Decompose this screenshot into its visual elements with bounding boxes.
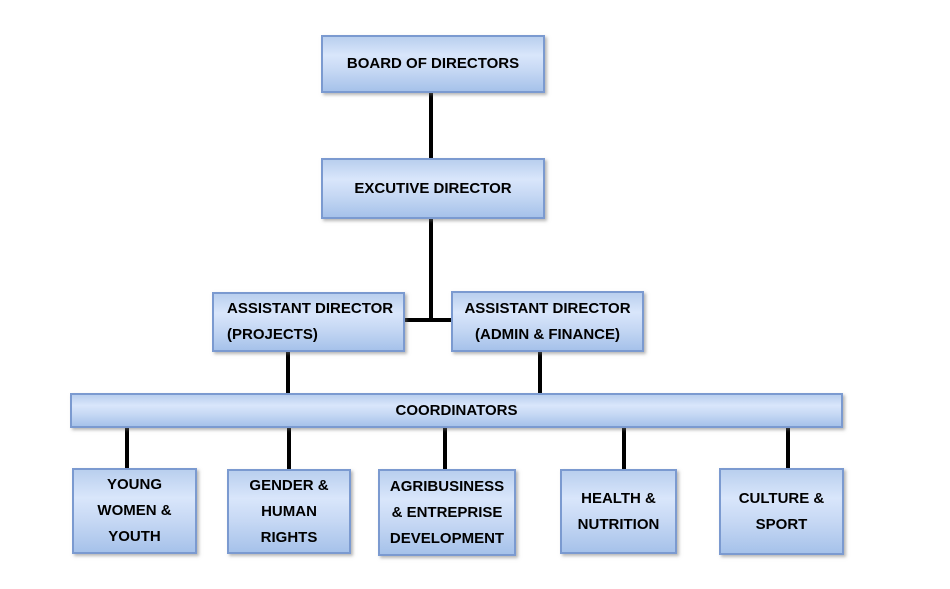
node-label: YOUNG WOMEN & YOUTH [97,476,172,545]
connector-admin-to-coordinators [538,352,542,393]
connector-coordinators-to-gender-human-rights [287,428,291,469]
node-label: GENDER & HUMAN RIGHTS [249,476,329,546]
node-label: ASSISTANT DIRECTOR (ADMIN & FINANCE) [464,299,631,343]
connector-projects-to-coordinators [286,352,290,393]
org-node-culture-sport: CULTURE & SPORT [719,468,844,555]
connector-coordinators-to-health-nutrition [622,428,626,469]
org-node-board-of-directors: BOARD OF DIRECTORS [321,35,545,93]
org-node-coordinators: COORDINATORS [70,393,843,428]
org-node-executive-director: EXCUTIVE DIRECTOR [321,158,545,219]
org-node-health-nutrition: HEALTH & NUTRITION [560,469,677,554]
connector-coordinators-to-culture-sport [786,428,790,468]
connector-coordinators-to-young-women-youth [125,428,129,468]
node-label: COORDINATORS [395,401,518,419]
org-node-assistant-director-projects: ASSISTANT DIRECTOR (PROJECTS) [212,292,405,352]
node-label: HEALTH & NUTRITION [577,489,660,533]
node-label: AGRIBUSINESS & ENTREPRISE DEVELOPMENT [389,477,505,547]
org-node-gender-human-rights: GENDER & HUMAN RIGHTS [227,469,351,554]
connector-assistants-horizontal [405,318,451,322]
org-node-assistant-director-admin-finance: ASSISTANT DIRECTOR (ADMIN & FINANCE) [451,291,644,352]
org-node-young-women-youth: YOUNG WOMEN & YOUTH [72,468,197,554]
node-label: EXCUTIVE DIRECTOR [354,179,512,197]
org-node-agribusiness-entreprise-development: AGRIBUSINESS & ENTREPRISE DEVELOPMENT [378,469,516,556]
connector-board-to-executive [429,93,433,158]
node-label: ASSISTANT DIRECTOR (PROJECTS) [227,300,394,343]
connector-executive-to-assistants [429,219,433,322]
node-label: BOARD OF DIRECTORS [346,55,520,72]
connector-coordinators-to-agribusiness [443,428,447,469]
node-label: CULTURE & SPORT [738,489,825,533]
